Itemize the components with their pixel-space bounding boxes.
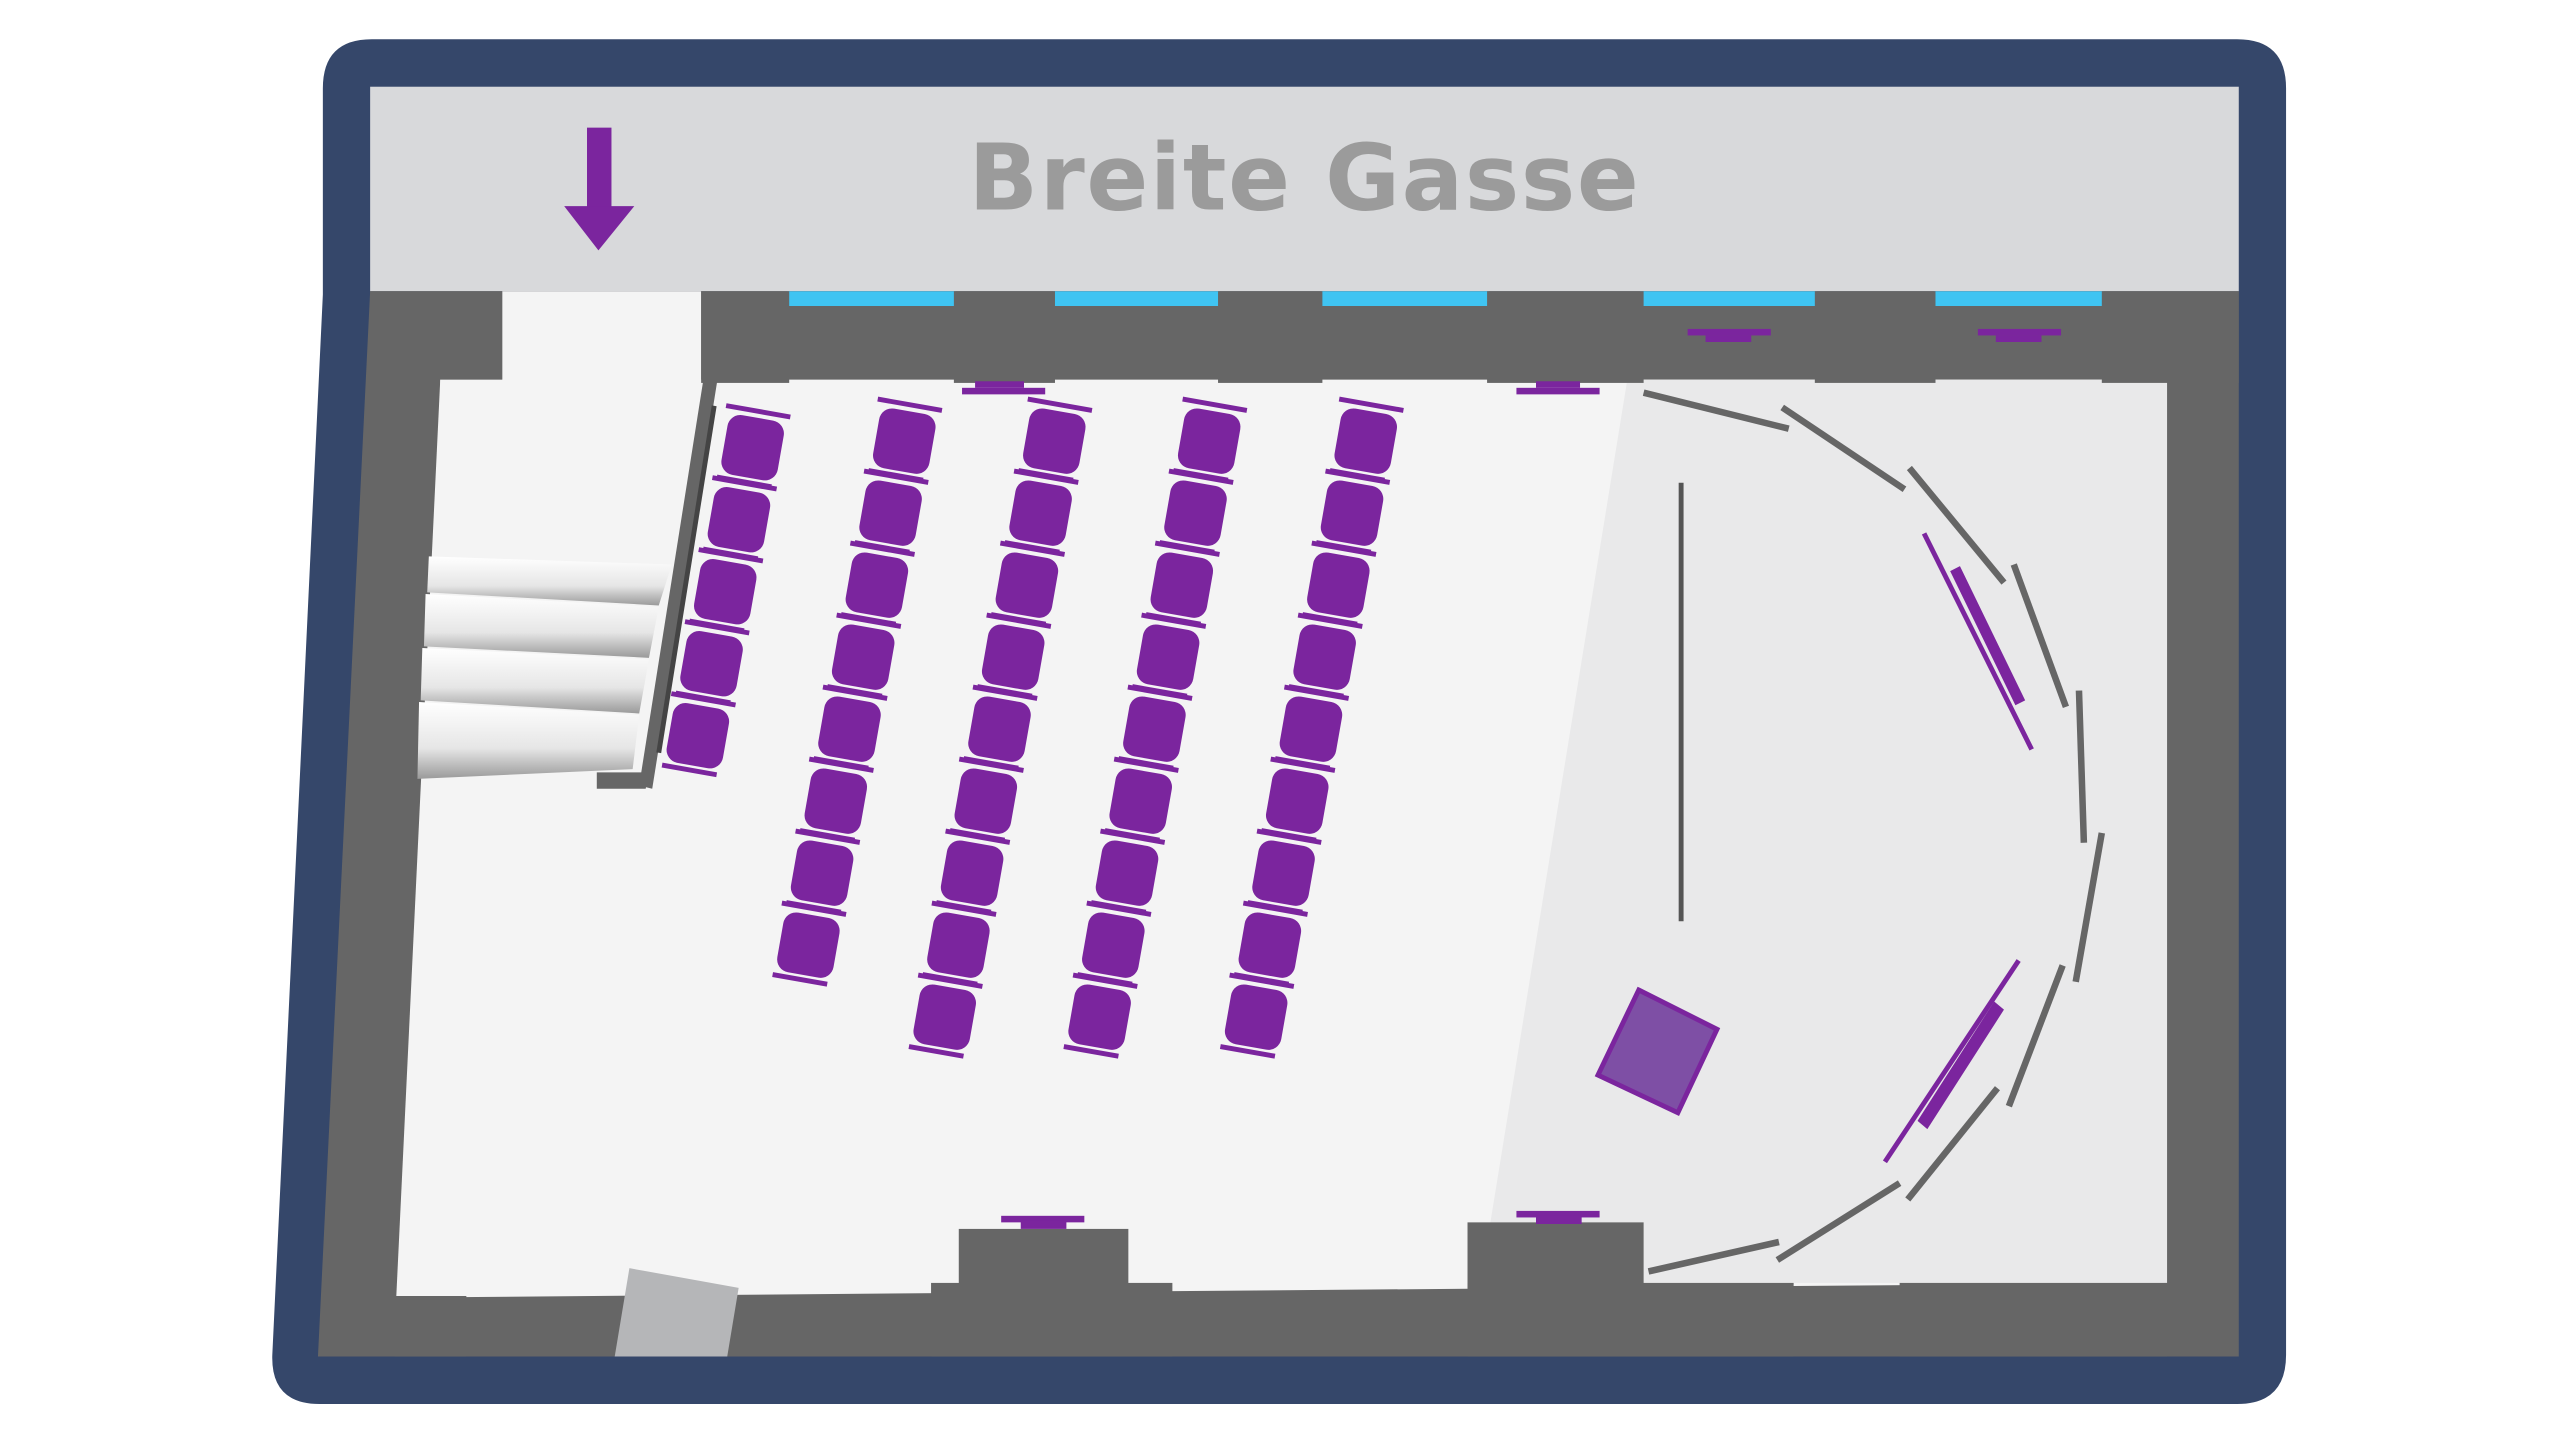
seat bbox=[661, 691, 736, 778]
top-pillars bbox=[370, 291, 2239, 383]
bottom-pillars bbox=[394, 1222, 2168, 1357]
wall-lights-top bbox=[962, 328, 2062, 395]
windows bbox=[787, 291, 2104, 306]
arrow-down-icon bbox=[564, 127, 635, 251]
seat bbox=[1063, 972, 1138, 1059]
stage-panels bbox=[1882, 532, 2034, 1164]
street-label: Breite Gasse bbox=[968, 124, 1640, 231]
seat bbox=[1219, 972, 1295, 1059]
seat bbox=[772, 900, 847, 987]
wall-lights-bottom bbox=[1001, 1210, 1600, 1229]
seating-area bbox=[661, 396, 1404, 1059]
seat bbox=[908, 972, 983, 1059]
staircase bbox=[417, 373, 718, 789]
entrance-floor bbox=[440, 291, 702, 393]
desk bbox=[1594, 986, 1721, 1116]
stage-arc bbox=[1642, 389, 2106, 1275]
street-area bbox=[370, 86, 2239, 292]
door bbox=[614, 1268, 739, 1357]
